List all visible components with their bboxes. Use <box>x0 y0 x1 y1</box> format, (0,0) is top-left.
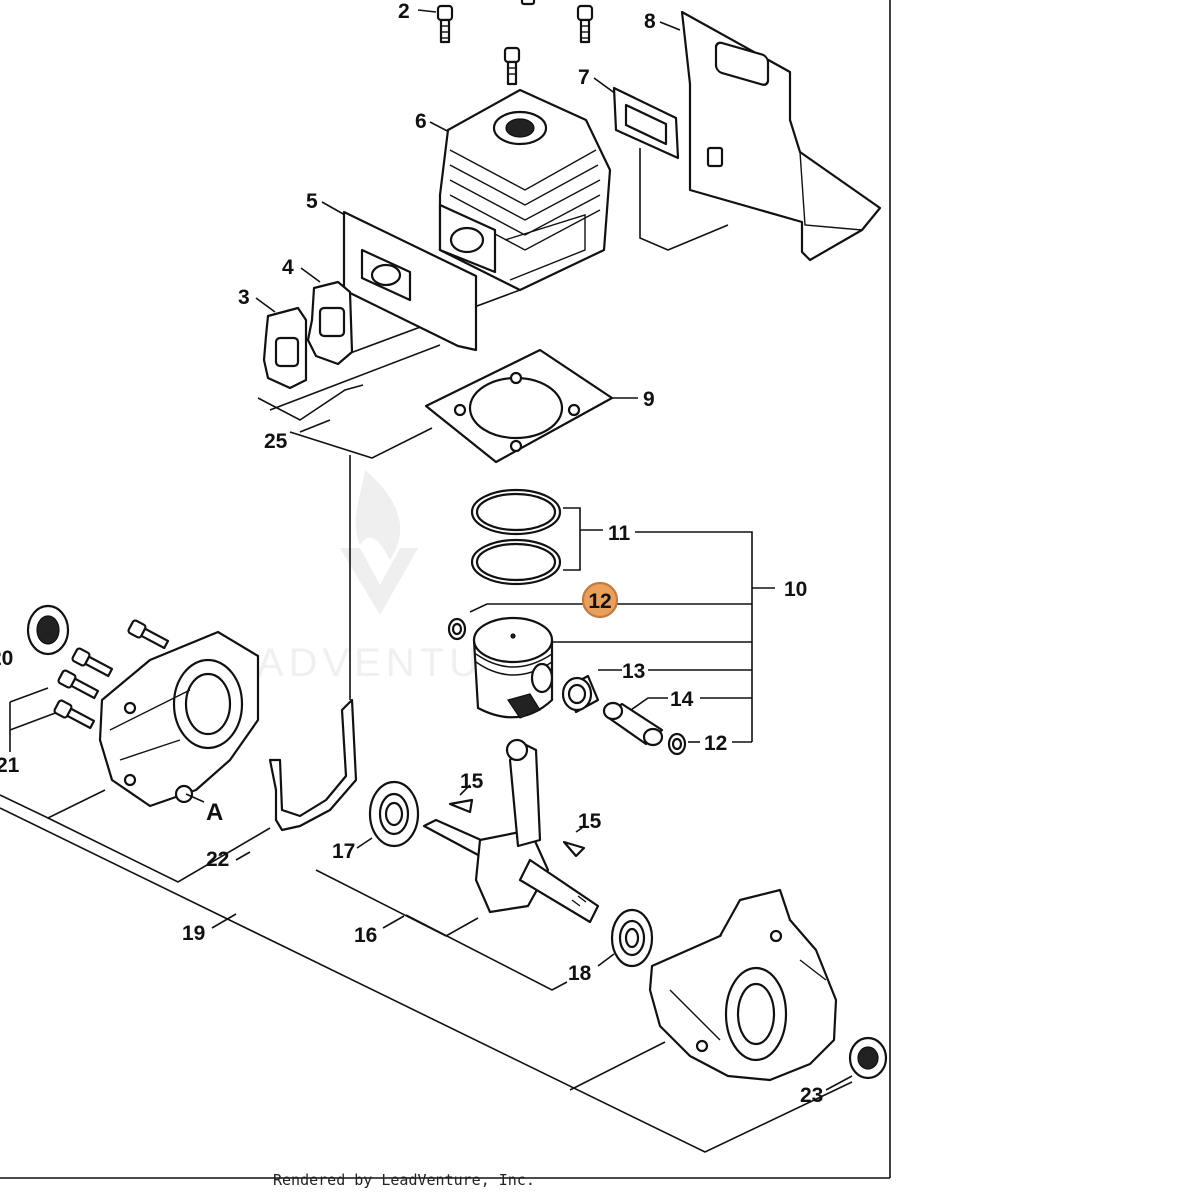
key-15-lower <box>562 840 586 858</box>
callout-15-upper: 15 <box>460 770 484 793</box>
piston <box>472 616 554 719</box>
wrist-pin-14 <box>602 701 664 747</box>
bearing-18 <box>610 908 654 968</box>
cylinder-6 <box>438 88 612 292</box>
circlip-12-lower <box>667 732 687 756</box>
callout-19: 19 <box>182 922 205 945</box>
crankcase-screws-21 <box>53 619 170 730</box>
callout-23: 23 <box>800 1084 823 1107</box>
leader-lines <box>0 9 853 1153</box>
crankshaft-16 <box>422 738 600 924</box>
callout-8: 8 <box>644 10 656 33</box>
intake-gasket-5 <box>342 210 478 352</box>
callout-16: 16 <box>354 924 377 947</box>
callout-14: 14 <box>670 688 694 711</box>
callout-3: 3 <box>238 286 250 309</box>
callout-12-highlight[interactable]: 12 <box>581 581 619 619</box>
needle-bearing-13 <box>561 674 600 714</box>
screw-2 <box>436 4 454 44</box>
key-15-upper <box>448 798 474 814</box>
callout-12-highlight-label[interactable]: 12 <box>588 590 611 613</box>
footer-credit: Rendered by LeadVenture, Inc. <box>273 1171 535 1189</box>
callouts: 2 3 4 5 6 7 8 9 10 11 12 12 13 14 15 15 … <box>0 0 823 1107</box>
callout-25: 25 <box>264 430 288 453</box>
bearing-17 <box>368 780 420 848</box>
heat-shield-8 <box>680 10 882 262</box>
piston-rings-11 <box>470 488 562 586</box>
callout-2: 2 <box>398 0 410 23</box>
callout-21: 21 <box>0 754 20 777</box>
gasket-3 <box>262 306 308 390</box>
screw-cylinder <box>503 46 521 86</box>
seal-23 <box>848 1036 888 1080</box>
callout-10: 10 <box>784 578 807 601</box>
exhaust-gasket-7 <box>612 86 680 160</box>
callout-12: 12 <box>704 732 727 755</box>
crankcase-gasket-22 <box>268 698 358 832</box>
crankcase-half-right <box>648 888 838 1082</box>
callout-5: 5 <box>306 190 318 213</box>
callout-7: 7 <box>578 66 590 89</box>
screw-top-right <box>576 4 594 44</box>
circlip-12-upper <box>447 617 467 641</box>
callout-17: 17 <box>332 840 355 863</box>
arrow-a <box>185 793 205 803</box>
callout-15-lower: 15 <box>578 810 602 833</box>
callout-22: 22 <box>206 848 229 871</box>
callout-9: 9 <box>643 388 655 411</box>
callout-18: 18 <box>568 962 592 985</box>
callout-13: 13 <box>622 660 645 683</box>
base-gasket-9 <box>424 348 614 464</box>
crankcase-half-left <box>98 630 260 808</box>
seal-20 <box>26 604 70 656</box>
highlight-circle[interactable] <box>581 581 619 619</box>
marker-a: A <box>206 799 223 826</box>
screw-top-center <box>520 0 536 6</box>
callout-11: 11 <box>608 522 631 545</box>
callout-4: 4 <box>282 256 294 279</box>
callout-6: 6 <box>415 110 427 133</box>
gasket-4 <box>306 280 354 366</box>
callout-20: 20 <box>0 647 13 670</box>
